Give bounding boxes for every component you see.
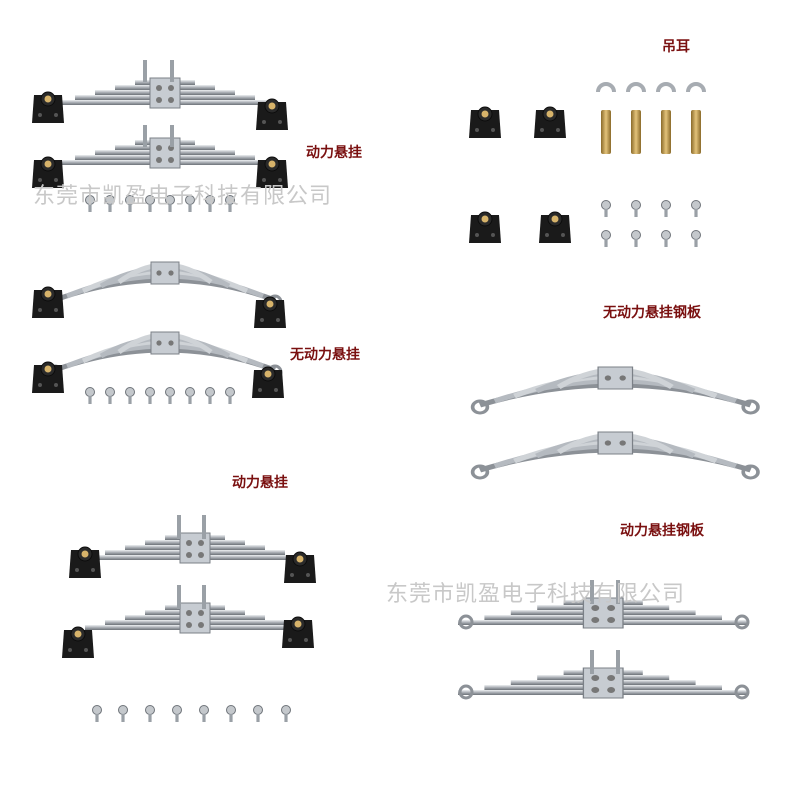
powered-suspension-top-set [31,60,289,213]
powered-suspension-bottom-set [61,515,317,723]
label-shackle: 吊耳 [662,39,690,55]
watermark-bottom: 东莞市凯盈电子科技有限公司 [386,582,686,607]
label-powered-suspension-bottom: 动力悬挂 [232,475,288,491]
label-unpowered-suspension: 无动力悬挂 [290,347,360,363]
unpowered-suspension-set [31,262,287,405]
label-unpowered-leaf-spring: 无动力悬挂钢板 [603,305,701,321]
label-powered-leaf-spring: 动力悬挂钢板 [620,523,704,539]
powered-leaf-spring-set [457,580,750,700]
unpowered-leaf-spring-set [473,367,758,478]
watermark-top: 东莞市凯盈电子科技有限公司 [33,184,333,209]
shackle-set [468,82,706,248]
label-powered-suspension-top: 动力悬挂 [306,145,362,161]
